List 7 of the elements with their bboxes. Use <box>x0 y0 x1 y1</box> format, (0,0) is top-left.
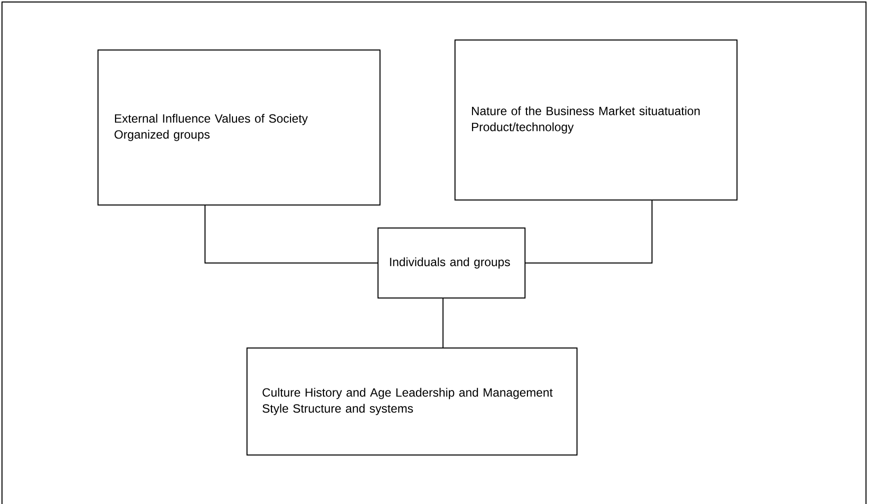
connector-line <box>442 298 444 348</box>
text-box: Culture History and Age Leadership and Management Style Structure and systems <box>246 348 578 456</box>
text-box: Individuals and groups <box>378 228 526 298</box>
text-box: External Influence Values of Society Organized groups <box>98 50 380 206</box>
connector-line <box>204 205 378 264</box>
connector-line <box>525 200 652 264</box>
text-box: Nature of the Business Market situatuation Product/technology <box>454 40 738 200</box>
